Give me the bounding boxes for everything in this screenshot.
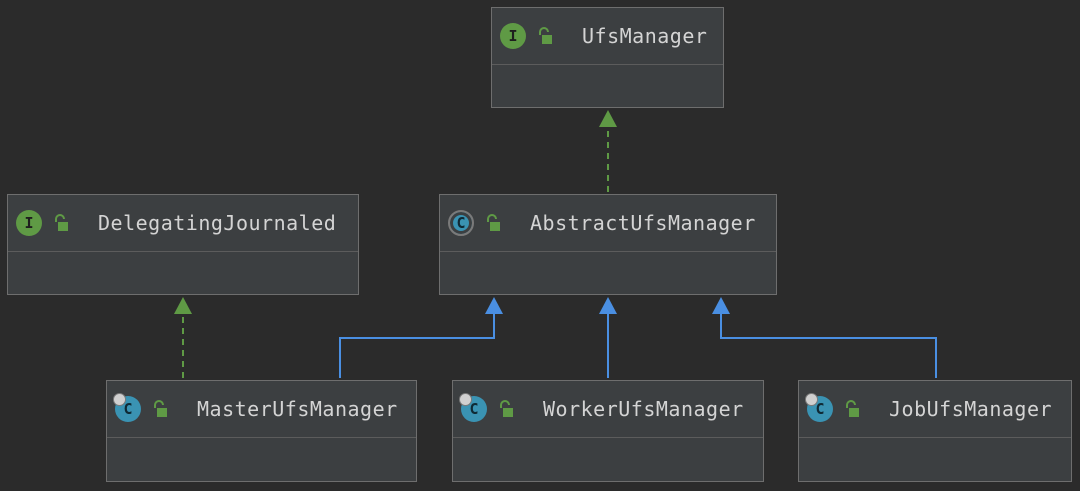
unlocked-padlock-icon (154, 400, 167, 417)
interface-icon-letter: I (16, 210, 42, 236)
node-name: WorkerUfsManager (543, 397, 744, 421)
edge-extends-jobufsmanager-to-abstractufsmanager (720, 314, 937, 378)
unlocked-padlock-icon (539, 27, 552, 44)
node-members (107, 437, 416, 481)
node-name: UfsManager (582, 24, 708, 48)
pin-badge-icon (113, 393, 126, 406)
node-delegatingjournaled[interactable]: I DelegatingJournaled (7, 194, 359, 295)
node-name: DelegatingJournaled (98, 211, 337, 235)
class-icon-letter: C (115, 396, 141, 422)
unlocked-padlock-icon (500, 400, 513, 417)
pin-badge-icon (459, 393, 472, 406)
pin-badge-icon (805, 393, 818, 406)
node-name: AbstractUfsManager (530, 211, 756, 235)
node-header: C MasterUfsManager (107, 381, 416, 438)
node-members (492, 64, 723, 107)
node-jobufsmanager[interactable]: C JobUfsManager (798, 380, 1072, 482)
node-name: MasterUfsManager (197, 397, 398, 421)
arrowhead-extends (485, 297, 503, 314)
node-name: JobUfsManager (889, 397, 1053, 421)
unlocked-padlock-icon (487, 214, 500, 231)
arrowhead-implements (174, 297, 192, 314)
unlocked-padlock-icon (846, 400, 859, 417)
interface-icon: I (16, 210, 42, 236)
node-header: C JobUfsManager (799, 381, 1071, 438)
interface-icon-letter: I (500, 23, 526, 49)
node-abstractufsmanager[interactable]: C AbstractUfsManager (439, 194, 777, 295)
abstract-class-icon-letter: C (448, 210, 474, 236)
node-workerufsmanager[interactable]: C WorkerUfsManager (452, 380, 764, 482)
node-members (440, 251, 776, 294)
class-icon: C (459, 393, 487, 422)
node-members (453, 437, 763, 481)
class-icon: C (805, 393, 833, 422)
node-ufsmanager[interactable]: I UfsManager (491, 7, 724, 108)
unlocked-padlock-icon (55, 214, 68, 231)
node-header: I DelegatingJournaled (8, 195, 358, 252)
node-header: I UfsManager (492, 8, 723, 65)
arrowhead-extends (599, 297, 617, 314)
node-members (799, 437, 1071, 481)
arrowhead-extends (712, 297, 730, 314)
abstract-class-icon: C (448, 210, 474, 236)
node-members (8, 251, 358, 294)
node-header: C AbstractUfsManager (440, 195, 776, 252)
interface-icon: I (500, 23, 526, 49)
node-header: C WorkerUfsManager (453, 381, 763, 438)
node-masterufsmanager[interactable]: C MasterUfsManager (106, 380, 417, 482)
class-icon: C (113, 393, 141, 422)
arrowhead-implements (599, 110, 617, 127)
edge-extends-masterufsmanager-to-abstractufsmanager (339, 314, 495, 378)
